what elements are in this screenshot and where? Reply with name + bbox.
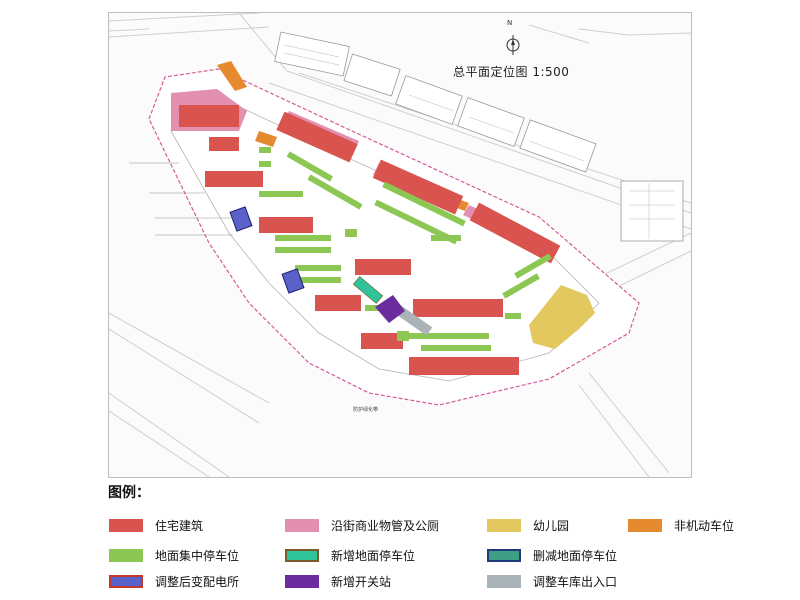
legend-label: 调整车库出入口 <box>533 574 618 589</box>
legend-label: 住宅建筑 <box>155 518 204 533</box>
legend-swatch <box>109 574 143 588</box>
site-plan-drawing <box>109 13 691 477</box>
ground-parking <box>259 147 552 351</box>
legend-item: 新增地面停车位 <box>285 546 415 564</box>
switch-station <box>375 295 405 323</box>
legend-swatch <box>285 574 319 588</box>
new-ground-parking <box>352 276 384 304</box>
legend-label: 地面集中停车位 <box>155 548 240 563</box>
legend-label: 非机动车位 <box>674 518 735 533</box>
existing-building-hatch <box>283 44 675 239</box>
legend-item: 调整车库出入口 <box>487 572 617 590</box>
legend-item: 幼儿园 <box>487 516 569 534</box>
site-plan-map: N 总平面定位图 1:500 防护绿化带 <box>108 12 692 478</box>
north-label: N <box>507 19 513 27</box>
legend-label: 沿街商业物管及公厕 <box>331 518 440 533</box>
legend-swatch <box>487 574 521 588</box>
legend-swatch <box>109 518 143 532</box>
legend-item: 新增开关站 <box>285 572 391 590</box>
kindergarten <box>529 285 595 349</box>
map-title: 总平面定位图 1:500 <box>453 65 570 79</box>
legend-label: 调整后变配电所 <box>155 574 240 589</box>
legend-swatch <box>487 548 521 562</box>
legend-swatch <box>109 548 143 562</box>
legend-item: 非机动车位 <box>628 516 734 534</box>
residential-buildings <box>179 105 561 375</box>
legend-label: 新增地面停车位 <box>331 548 416 563</box>
legend-swatch <box>285 518 319 532</box>
legend-swatch <box>487 518 521 532</box>
legend-swatch <box>628 518 662 532</box>
legend-item: 住宅建筑 <box>109 516 203 534</box>
north-arrow-icon <box>506 35 520 55</box>
green-belt-label: 防护绿化带 <box>353 407 379 413</box>
legend-item: 删减地面停车位 <box>487 546 617 564</box>
legend-swatch <box>285 548 319 562</box>
substations <box>229 206 305 294</box>
legend-item: 地面集中停车位 <box>109 546 239 564</box>
legend-item: 沿街商业物管及公厕 <box>285 516 439 534</box>
legend-item: 调整后变配电所 <box>109 572 239 590</box>
legend-label: 幼儿园 <box>533 518 570 533</box>
legend-label: 删减地面停车位 <box>533 548 618 563</box>
annotation-leaders <box>129 162 233 236</box>
legend-title: 图例： <box>108 485 150 501</box>
legend-label: 新增开关站 <box>331 574 392 589</box>
